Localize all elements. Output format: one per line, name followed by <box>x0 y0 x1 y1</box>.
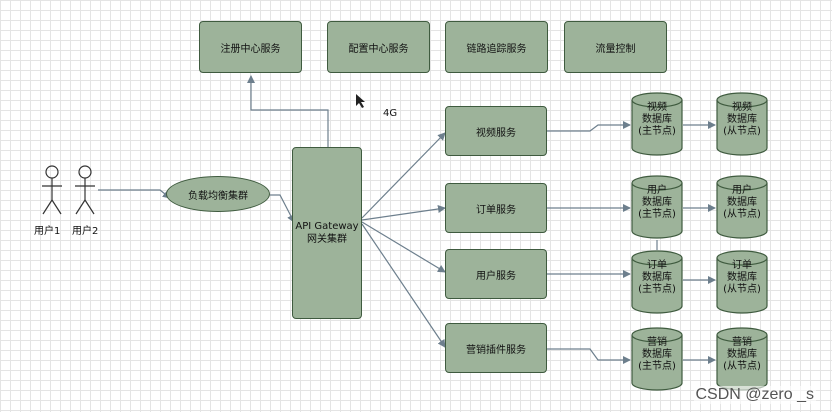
video-slave-db[interactable]: 视频数据库(从节点) <box>716 92 768 156</box>
db-line: (主节点) <box>638 209 676 220</box>
user-slave-db[interactable]: 用户数据库(从节点) <box>716 175 768 239</box>
user-service[interactable]: 用户服务 <box>445 249 547 299</box>
db-line: (从节点) <box>723 209 761 220</box>
database-icon <box>716 250 768 314</box>
edge-gateway-to-video <box>361 132 446 219</box>
traffic-control[interactable]: 流量控制 <box>564 21 667 73</box>
user2-label: 用户2 <box>72 226 99 237</box>
db-line: 用户 <box>647 185 667 196</box>
db-line: 数据库 <box>642 272 672 283</box>
database-icon <box>631 175 683 239</box>
gateway-subtitle: 网关集群 <box>307 234 347 245</box>
video-service[interactable]: 视频服务 <box>445 106 547 156</box>
tracing-service[interactable]: 链路追踪服务 <box>445 21 548 73</box>
order-service[interactable]: 订单服务 <box>445 183 547 233</box>
user-master-db[interactable]: 用户数据库(主节点) <box>631 175 683 239</box>
db-line: (主节点) <box>638 284 676 295</box>
db-line: 数据库 <box>642 349 672 360</box>
database-icon <box>631 92 683 156</box>
db-line: 数据库 <box>727 197 757 208</box>
db-line: 视频 <box>732 102 752 113</box>
api-gateway-cluster[interactable]: API Gateway 网关集群 <box>292 147 362 319</box>
edge-gateway-to-registry <box>247 75 329 148</box>
db-line: 数据库 <box>642 197 672 208</box>
video-master-db[interactable]: 视频数据库(主节点) <box>631 92 683 156</box>
marketing-plugin-service[interactable]: 营销插件服务 <box>445 323 547 373</box>
database-icon <box>631 327 683 391</box>
marketing-master-db[interactable]: 营销数据库(主节点) <box>631 327 683 391</box>
db-line: (主节点) <box>638 361 676 372</box>
order-master-db[interactable]: 订单数据库(主节点) <box>631 250 683 314</box>
db-line: 视频 <box>647 102 667 113</box>
db-line: 数据库 <box>642 114 672 125</box>
db-line: 订单 <box>732 260 752 271</box>
database-icon <box>716 327 768 391</box>
load-balancer-cluster[interactable]: 负载均衡集群 <box>166 176 270 212</box>
edge-gateway-to-user <box>361 221 446 273</box>
order-slave-db[interactable]: 订单数据库(从节点) <box>716 250 768 314</box>
edge-gateway-to-order <box>361 205 446 221</box>
db-line: 营销 <box>732 337 752 348</box>
db-line: 营销 <box>647 337 667 348</box>
db-line: 订单 <box>647 260 667 271</box>
marketing-slave-db[interactable]: 营销数据库(从节点) <box>716 327 768 391</box>
registry-service[interactable]: 注册中心服务 <box>199 21 302 73</box>
database-icon <box>716 175 768 239</box>
edge-gateway-to-marketing <box>361 223 446 348</box>
gateway-title: API Gateway <box>295 221 359 232</box>
database-icon <box>631 250 683 314</box>
db-line: (从节点) <box>723 126 761 137</box>
user-icon <box>75 165 95 215</box>
db-line: (主节点) <box>638 126 676 137</box>
db-line: (从节点) <box>723 361 761 372</box>
cursor-icon <box>356 94 365 108</box>
watermark: CSDN @zero _s <box>693 386 816 404</box>
db-line: 数据库 <box>727 349 757 360</box>
edge-lb-to-gateway <box>270 194 295 223</box>
edge-video-to-db <box>547 121 631 132</box>
user1-label: 用户1 <box>34 226 61 237</box>
db-line: 用户 <box>732 185 752 196</box>
db-line: 数据库 <box>727 114 757 125</box>
user-icon <box>42 165 62 215</box>
db-line: 数据库 <box>727 272 757 283</box>
config-service[interactable]: 配置中心服务 <box>327 21 430 73</box>
edge-marketing-to-db <box>547 348 631 364</box>
label-4g: 4G <box>383 108 398 119</box>
database-icon <box>716 92 768 156</box>
db-line: (从节点) <box>723 284 761 295</box>
